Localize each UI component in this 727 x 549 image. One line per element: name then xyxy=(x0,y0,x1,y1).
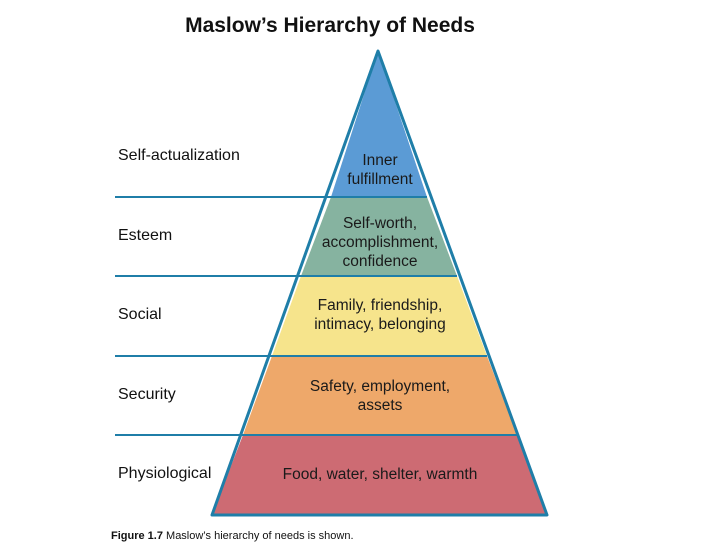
figure-caption: Figure 1.7 Maslow’s hierarchy of needs i… xyxy=(111,530,354,542)
pyramid-tier-self-actualization xyxy=(331,51,427,197)
pyramid-tier-security xyxy=(243,356,517,435)
needs-text-social: Family, friendship, intimacy, belonging xyxy=(314,297,446,333)
pyramid-outline xyxy=(210,49,549,517)
level-label-self-actualization: Self-actualization xyxy=(118,147,240,164)
needs-text-self-actualization: Inner fulfillment xyxy=(347,152,413,188)
level-label-social: Social xyxy=(118,306,162,323)
level-label-esteem: Esteem xyxy=(118,227,173,244)
pyramid-tier-social xyxy=(272,276,487,356)
needs-text-esteem: Self-worth, accomplishment, confidence xyxy=(321,215,439,270)
needs-text-security: Safety, employment, assets xyxy=(309,378,451,414)
needs-text-physiological: Food, water, shelter, warmth xyxy=(282,466,478,483)
figure-label: Figure 1.7 xyxy=(111,530,163,542)
level-label-security: Security xyxy=(118,386,176,403)
pyramid-tier-esteem xyxy=(301,197,457,276)
diagram-title: Maslow’s Hierarchy of Needs xyxy=(185,14,475,37)
level-label-physiological: Physiological xyxy=(118,465,212,482)
pyramid-tier-physiological xyxy=(212,435,547,515)
caption-text: Maslow’s hierarchy of needs is shown. xyxy=(162,530,354,542)
